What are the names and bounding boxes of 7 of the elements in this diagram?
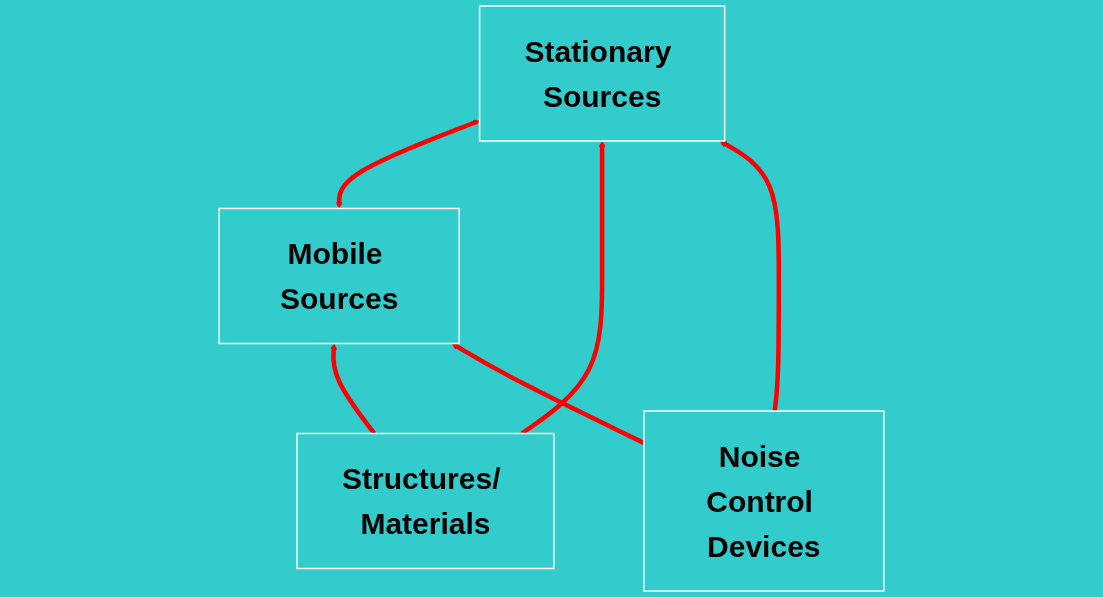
arrow	[330, 343, 377, 435]
arrow	[719, 140, 782, 412]
node-box: Noise Control Devices	[643, 410, 885, 592]
node-box: Stationary Sources	[478, 5, 726, 142]
node-box: Mobile Sources	[218, 207, 460, 345]
arrow	[335, 119, 480, 209]
node-box: Structures/ Materials	[296, 432, 555, 570]
